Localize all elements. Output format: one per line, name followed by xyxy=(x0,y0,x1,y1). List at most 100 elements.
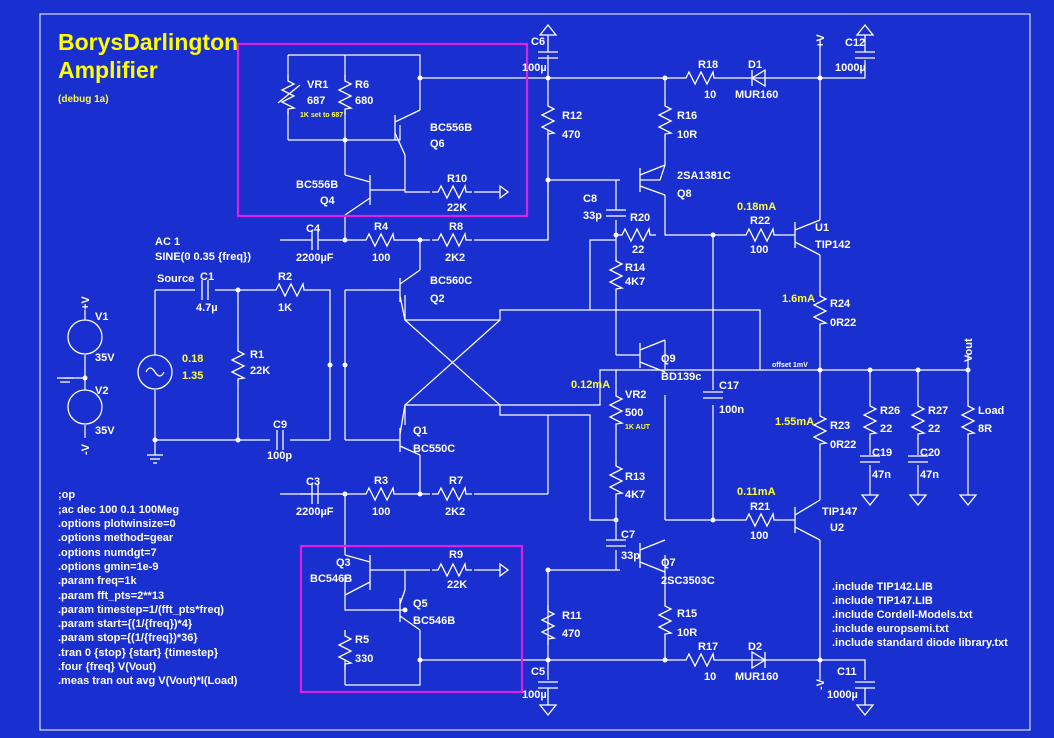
capacitor-c4 xyxy=(280,230,319,250)
source-dc1: 0.18 xyxy=(182,353,203,365)
resistor-r17 xyxy=(679,653,721,667)
resistor-r4 xyxy=(359,233,401,247)
value-r13: 4K7 xyxy=(625,489,645,501)
resistor-r21 xyxy=(739,513,781,527)
label-q3: Q3 xyxy=(336,557,351,569)
ground-c12 xyxy=(855,23,875,36)
directive-line: .options gmin=1e-9 xyxy=(58,561,159,573)
value-c1: 4.7µ xyxy=(196,302,218,314)
value-r4: 100 xyxy=(372,252,390,264)
model-q2: BC560C xyxy=(430,275,472,287)
value-d2: MUR160 xyxy=(735,671,778,683)
resistor-r8 xyxy=(431,233,473,247)
value-r16: 10R xyxy=(677,129,697,141)
value-r7: 2K2 xyxy=(445,506,465,518)
model-q1: BC550C xyxy=(413,443,455,455)
directive-line: .options plotwinsize=0 xyxy=(58,518,176,530)
net-vminus-left: -V xyxy=(80,443,92,455)
directive-line: ;op xyxy=(58,489,75,501)
resistor-r27 xyxy=(911,399,925,441)
include-line: .include Cordell-Models.txt xyxy=(832,609,973,621)
value-v2: 35V xyxy=(95,425,115,437)
value-r5: 330 xyxy=(355,653,373,665)
label-r8: R8 xyxy=(449,221,463,233)
include-line: .include TIP142.LIB xyxy=(832,581,933,593)
label-r17: R17 xyxy=(698,641,718,653)
resistor-r26 xyxy=(863,399,877,441)
highlight-box-upper xyxy=(236,42,529,218)
directive-line: .param fft_pts=2**13 xyxy=(58,590,164,602)
label-r12: R12 xyxy=(562,110,582,122)
label-v2: V2 xyxy=(95,385,108,397)
label-c8: C8 xyxy=(583,193,597,205)
spice-directives: ;op ;ac dec 100 0.1 100Meg .options plot… xyxy=(58,489,238,687)
label-c11: C11 xyxy=(837,666,857,678)
resistor-r24 xyxy=(813,289,827,331)
capacitor-c8 xyxy=(606,209,626,217)
label-r1: R1 xyxy=(250,349,264,361)
label-vr2: VR2 xyxy=(625,389,646,401)
label-q4: Q4 xyxy=(320,195,336,207)
net-offset: offset 1mV xyxy=(772,362,808,369)
value-r23: 0R22 xyxy=(830,439,856,451)
directive-line: .options numdgt=7 xyxy=(58,547,157,559)
label-c17: C17 xyxy=(719,380,739,392)
label-r4: R4 xyxy=(374,221,389,233)
label-r22: R22 xyxy=(750,215,770,227)
pot-arrow-vr1 xyxy=(277,84,301,104)
label-c19: C19 xyxy=(872,447,892,459)
capacitor-c17 xyxy=(703,391,723,399)
value-c19: 47n xyxy=(872,469,891,481)
label-u2: U2 xyxy=(830,522,844,534)
sheet-border xyxy=(39,13,1031,731)
capacitor-c7 xyxy=(606,539,626,547)
transistor-q9 xyxy=(639,339,666,373)
label-u1: U1 xyxy=(815,222,829,234)
label-q8: Q8 xyxy=(677,188,692,200)
transistor-q8 xyxy=(639,164,666,196)
value-c20: 47n xyxy=(920,469,939,481)
resistor-r13 xyxy=(609,459,623,501)
label-c5: C5 xyxy=(531,666,545,678)
label-q5: Q5 xyxy=(413,598,428,610)
diode-d2 xyxy=(751,650,767,670)
label-r20: R20 xyxy=(630,212,650,224)
resistor-r12 xyxy=(541,99,555,141)
capacitor-c3 xyxy=(280,484,319,504)
label-r15: R15 xyxy=(677,608,697,620)
directive-line: ;ac dec 100 0.1 100Meg xyxy=(58,504,179,516)
include-line: .include standard diode library.txt xyxy=(832,637,1008,649)
value-r2: 1K xyxy=(278,302,292,314)
value-c12: 1000µ xyxy=(835,62,866,74)
value-r22: 100 xyxy=(750,244,768,256)
directive-line: .meas tran out avg V(Vout)*I(Load) xyxy=(58,675,238,687)
value-r6: 680 xyxy=(355,95,373,107)
label-r6: R6 xyxy=(355,79,369,91)
note-vr1: 1K set to 687 xyxy=(300,112,343,119)
source-ac: AC 1 xyxy=(155,236,180,248)
source-v1 xyxy=(67,319,103,355)
ground-c20 xyxy=(908,494,928,507)
value-vr2: 500 xyxy=(625,407,643,419)
label-c4: C4 xyxy=(306,223,321,235)
label-r18: R18 xyxy=(698,59,718,71)
label-r9: R9 xyxy=(449,549,463,561)
resistor-r6 xyxy=(338,74,352,116)
value-r1: 22K xyxy=(250,365,270,377)
annotation-q6-current: 0.18mA xyxy=(737,201,776,213)
transistor-u1 xyxy=(794,219,821,256)
net-vplus-right: +V xyxy=(815,34,827,48)
label-c9: C9 xyxy=(273,419,287,431)
capacitor-c19 xyxy=(860,455,880,463)
title-line1: BorysDarlington xyxy=(58,29,238,55)
label-r26: R26 xyxy=(880,405,900,417)
directive-line: .param freq=1k xyxy=(58,575,137,587)
value-v1: 35V xyxy=(95,352,115,364)
value-r21: 100 xyxy=(750,530,768,542)
transistor-q1 xyxy=(399,404,421,456)
value-vr1: 687 xyxy=(307,95,325,107)
ground-left xyxy=(147,454,163,464)
transistor-u2 xyxy=(794,499,821,541)
model-q5: BC546B xyxy=(413,615,455,627)
directive-line: .tran 0 {stop} {start} {timestep} xyxy=(58,647,219,659)
